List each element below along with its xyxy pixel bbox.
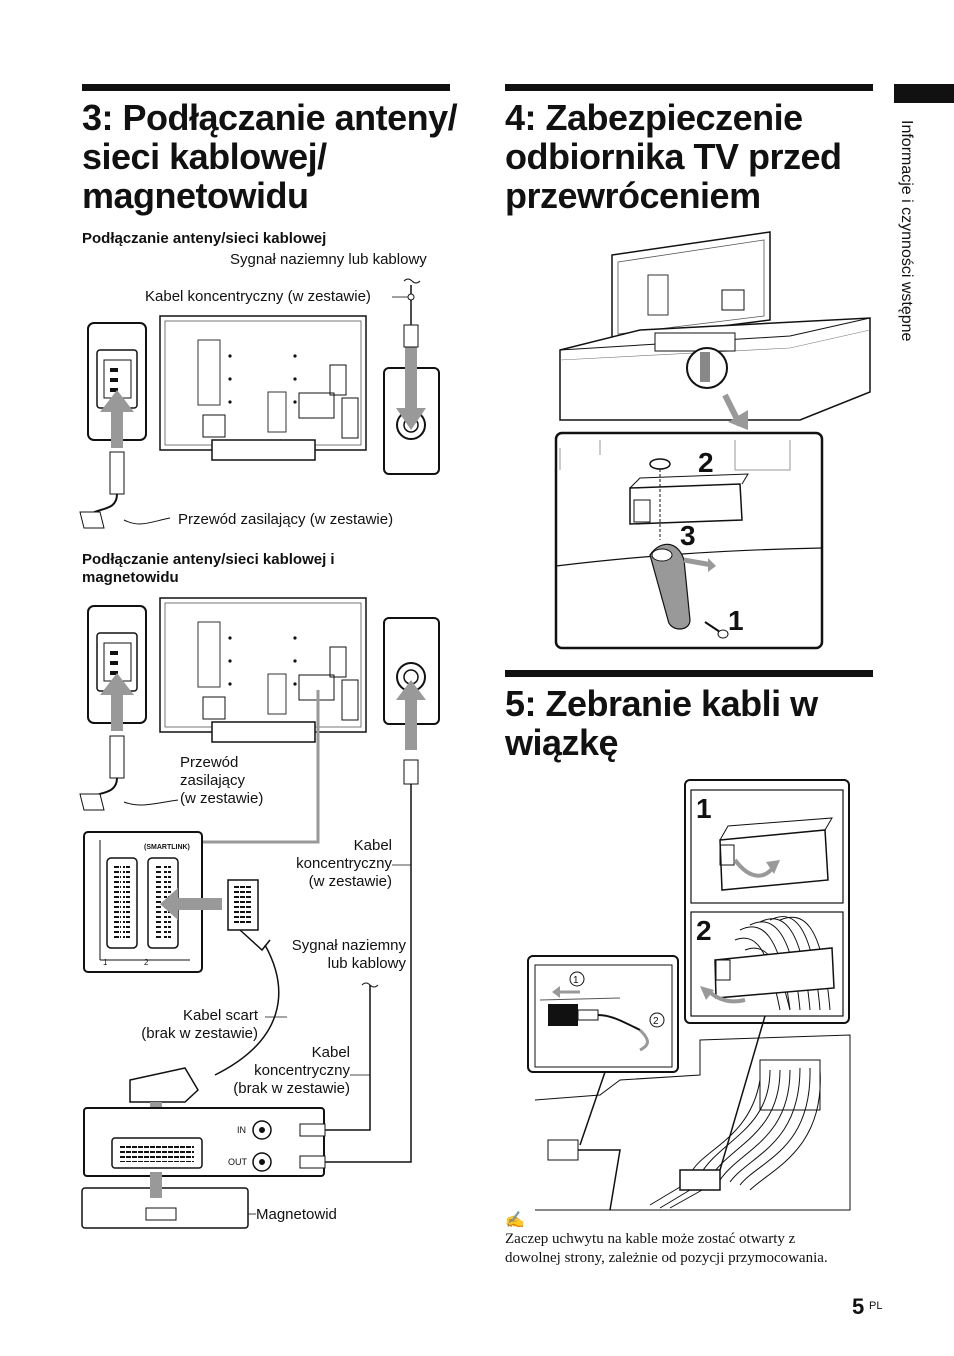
- scart2-label: 2: [144, 958, 149, 967]
- page-number: 5: [852, 1294, 865, 1319]
- cable-holder-note: Zaczep uchwytu na kable może zostać otwa…: [505, 1231, 828, 1266]
- section-tab-marker: [894, 84, 954, 103]
- step4-label-2: 2: [698, 447, 714, 478]
- step4-label-3: 3: [680, 520, 696, 551]
- d2-power-label: Przewód zasilający (w zestawie): [180, 754, 264, 807]
- step5-circle-1: 1: [573, 975, 579, 986]
- d1-coax-label: Kabel koncentryczny (w zestawie): [145, 288, 371, 305]
- section5-rule: [505, 670, 873, 677]
- d1-power-label: Przewód zasilający (w zestawie): [178, 511, 394, 528]
- section3-subtitle-antenna: Podłączanie anteny/sieci kablowej: [82, 230, 327, 247]
- step5-circle-2: 2: [653, 1016, 659, 1027]
- section3-rule: [82, 84, 450, 91]
- d2-scart-label: Kabel scart (brak w zestawie): [141, 1007, 258, 1042]
- d2-signal-label: Sygnał naziemny lub kablowy: [291, 937, 406, 972]
- d2-vcr-label: Magnetowid: [256, 1206, 337, 1223]
- note-icon: ✍: [505, 1212, 525, 1229]
- section5-title: 5: Zebranie kabli w wiązkę: [505, 683, 818, 763]
- side-section-label: Informacje i czynności wstępne: [898, 120, 915, 342]
- section3-subtitle-vcr: Podłączanie anteny/sieci kablowej i magn…: [82, 551, 335, 586]
- d1-signal-label: Sygnał naziemny lub kablowy: [230, 251, 427, 268]
- step5-label-2: 2: [696, 915, 712, 946]
- section4-title: 4: Zabezpieczenie odbiornika TV przed pr…: [505, 97, 842, 216]
- smartlink-label: (SMARTLINK): [144, 844, 190, 851]
- section4-rule: [505, 84, 873, 91]
- vcr-out-label: OUT: [228, 1157, 247, 1167]
- step5-label-1: 1: [696, 793, 712, 824]
- vcr-in-label: IN: [237, 1125, 246, 1135]
- section3-title: 3: Podłączanie anteny/ sieci kablowej/ m…: [82, 97, 458, 216]
- page-language: PL: [869, 1300, 883, 1312]
- d2-coax-supplied-label: Kabel koncentryczny (w zestawie): [296, 837, 392, 890]
- scart1-label: 1: [103, 958, 108, 967]
- step4-label-1: 1: [728, 605, 744, 636]
- d2-coax-not-supplied-label: Kabel koncentryczny (brak w zestawie): [233, 1044, 350, 1097]
